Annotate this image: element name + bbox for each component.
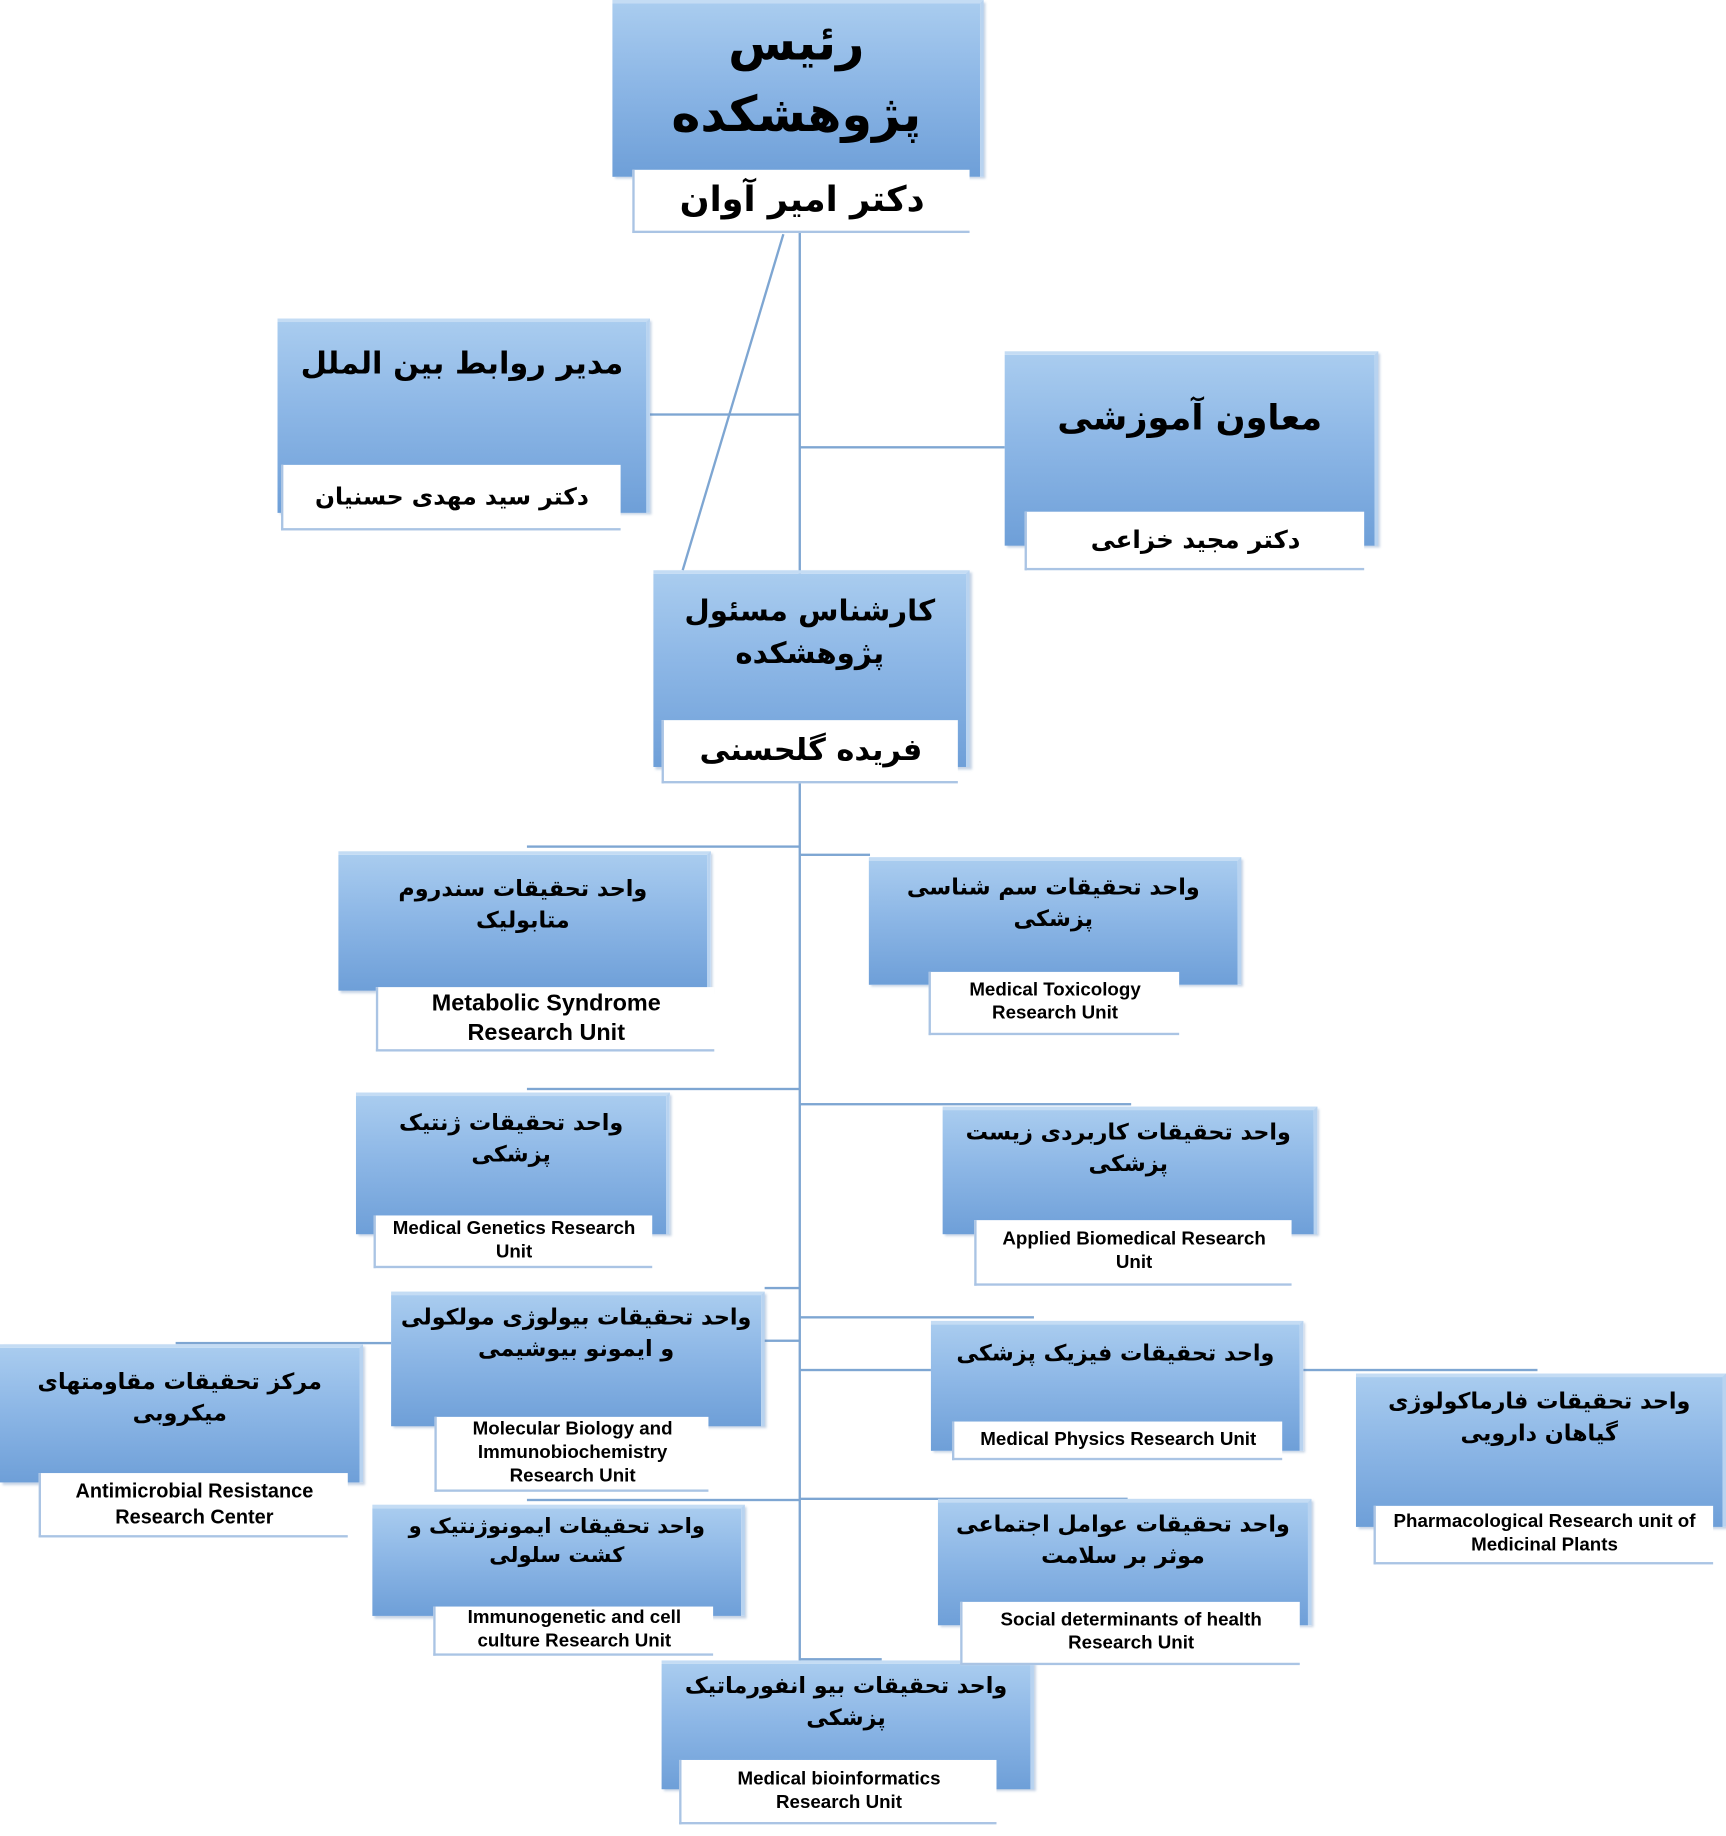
unit-title: واحد تحقیقات سندروم متابولیک bbox=[398, 875, 648, 933]
unit-box-toxicology: واحد تحقیقات سم شناسی پزشکی bbox=[868, 857, 1242, 985]
unit-box-molecular: واحد تحقیقات بیولوژی مولکولی و ایمونو بی… bbox=[391, 1291, 765, 1427]
unit-box-antimicrobial: مرکز تحقیقات مقاومتهای میکروبی bbox=[0, 1344, 363, 1483]
unit-label-molecular: Molecular Biology and Immunobiochemistry… bbox=[434, 1416, 709, 1492]
unit-box-applied: واحد تحقیقات کاربردی زیست پزشکی bbox=[942, 1106, 1318, 1235]
connector bbox=[649, 413, 800, 416]
connector bbox=[526, 1498, 800, 1502]
unit-title: واحد تحقیقات فیزیک پزشکی bbox=[956, 1340, 1275, 1367]
unit-title: واحد تحقیقات کاربردی زیست پزشکی bbox=[965, 1119, 1291, 1177]
education-name: دکتر مجید خزاعی bbox=[1024, 511, 1365, 571]
connector bbox=[799, 1316, 1034, 1319]
unit-label-antimicrobial: Antimicrobial Resistance Research Center bbox=[38, 1473, 348, 1538]
connector bbox=[1303, 1368, 1538, 1372]
connector bbox=[799, 1368, 931, 1372]
unit-label-social: Social determinants of health Research U… bbox=[960, 1601, 1300, 1666]
head-box: رئیس پژوهشکده bbox=[612, 0, 984, 177]
unit-box-metabolic: واحد تحقیقات سندروم متابولیک bbox=[338, 851, 711, 991]
expert-title: کارشناس مسئول پژوهشکده bbox=[684, 593, 936, 671]
connector bbox=[526, 1087, 800, 1091]
unit-box-genetics: واحد تحقیقات ژنتیک پزشکی bbox=[355, 1092, 670, 1235]
head-title: رئیس پژوهشکده bbox=[671, 14, 922, 143]
unit-title: واحد تحقیقات سم شناسی پزشکی bbox=[906, 874, 1200, 932]
international-title: مدیر روابط بین الملل bbox=[300, 346, 624, 382]
connector bbox=[798, 231, 801, 1663]
unit-title: مرکز تحقیقات مقاومتهای میکروبی bbox=[37, 1368, 322, 1426]
connector bbox=[799, 446, 1005, 449]
unit-label-genetics: Medical Genetics Research Unit bbox=[373, 1215, 653, 1269]
unit-label-metabolic: Metabolic Syndrome Research Unit bbox=[375, 987, 715, 1052]
connector bbox=[526, 845, 800, 848]
education-title: معاون آموزشی bbox=[1057, 398, 1323, 440]
unit-title: واحد تحقیقات ژنتیک پزشکی bbox=[399, 1110, 624, 1167]
unit-box-pharmacology: واحد تحقیقات فارماکولوژی گیاهان دارویی bbox=[1355, 1373, 1726, 1527]
connector bbox=[175, 1341, 392, 1345]
head-name: دکتر امیر آوان bbox=[632, 169, 970, 234]
unit-label-immunogenetic: Immunogenetic and cell culture Research … bbox=[433, 1606, 714, 1656]
unit-label-pharmacology: Pharmacological Research unit of Medicin… bbox=[1373, 1505, 1714, 1565]
connector bbox=[764, 1339, 800, 1342]
expert-name: فریده گلحسنی bbox=[661, 720, 958, 784]
unit-label-toxicology: Medical Toxicology Research Unit bbox=[928, 971, 1180, 1036]
connector bbox=[799, 1103, 1132, 1106]
unit-label-physics: Medical Physics Research Unit bbox=[951, 1421, 1283, 1461]
unit-title: واحد تحقیقات فارماکولوژی گیاهان دارویی bbox=[1388, 1388, 1691, 1446]
unit-title: واحد تحقیقات بیولوژی مولکولی و ایمونو بی… bbox=[400, 1304, 752, 1362]
connector bbox=[799, 853, 871, 856]
unit-title: واحد تحقیقات ایمونوژنتیک و کشت سلولی bbox=[408, 1514, 705, 1569]
unit-title: واحد تحقیقات عوامل اجتماعی موثر بر سلامت bbox=[955, 1511, 1290, 1569]
unit-label-applied: Applied Biomedical Research Unit bbox=[974, 1220, 1292, 1286]
unit-label-bioinformatics: Medical bioinformatics Research Unit bbox=[679, 1759, 997, 1825]
connector bbox=[764, 1286, 800, 1290]
unit-box-immunogenetic: واحد تحقیقات ایمونوژنتیک و کشت سلولی bbox=[372, 1504, 745, 1616]
international-name: دکتر سید مهدی حسنیان bbox=[281, 464, 621, 531]
unit-title: واحد تحقیقات بیو انفورماتیک پزشکی bbox=[684, 1673, 1008, 1731]
connector bbox=[799, 1658, 882, 1661]
